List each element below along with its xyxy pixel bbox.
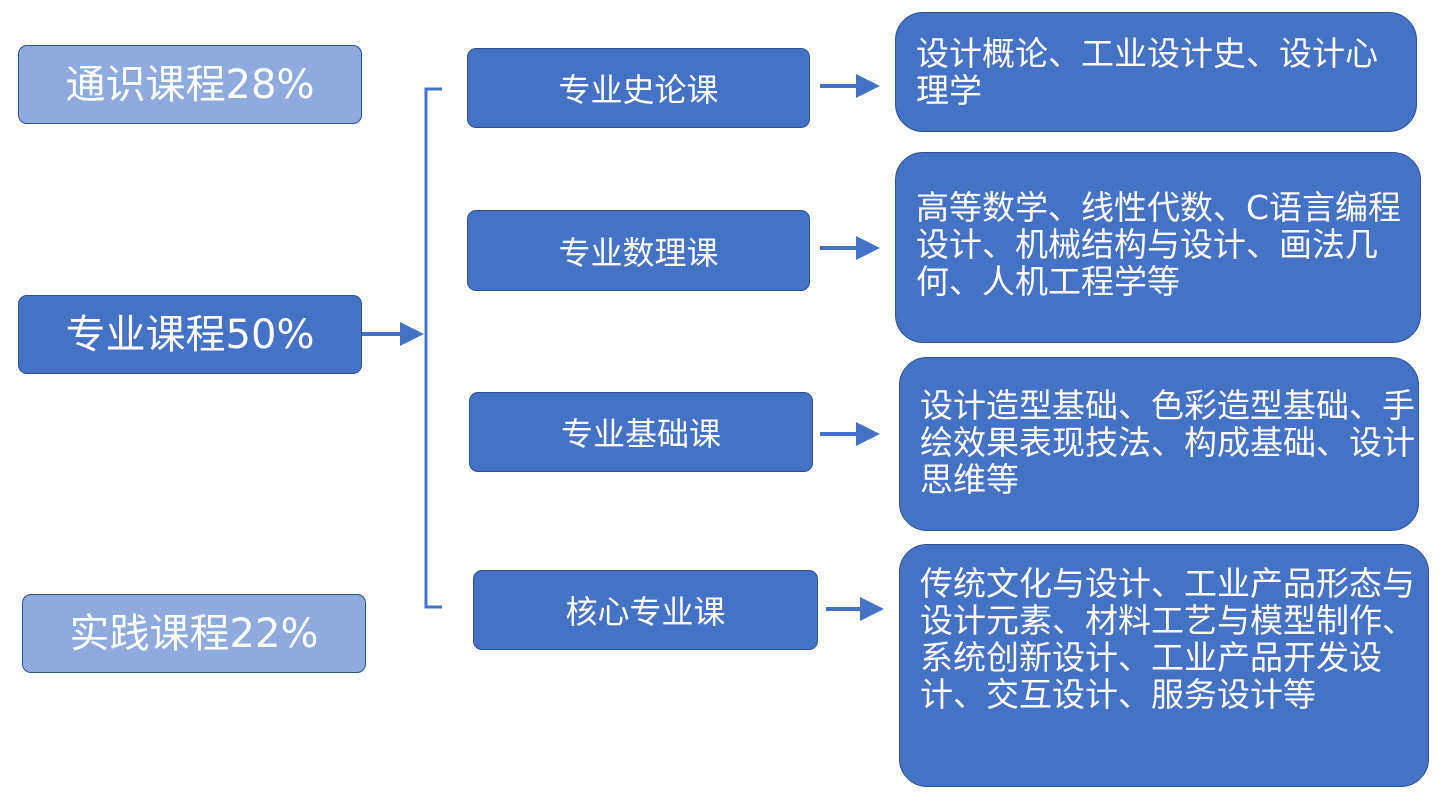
course-math-science: 专业数理课 <box>467 210 810 291</box>
category-professional: 专业课程50% <box>18 295 362 374</box>
category-practice-label: 实践课程22% <box>69 610 319 657</box>
category-practice: 实践课程22% <box>22 594 366 673</box>
course-math-science-label: 专业数理课 <box>558 233 719 272</box>
course-foundation-label: 专业基础课 <box>560 415 721 453</box>
course-history-theory-label: 专业史论课 <box>558 71 719 109</box>
course-foundation: 专业基础课 <box>469 392 813 472</box>
category-general-label: 通识课程28% <box>65 61 315 108</box>
detail-core-text: 传统文化与设计、工业产品形态与设计元素、材料工艺与模型制作、系统创新设计、工业产… <box>920 564 1415 714</box>
detail-math-science-text: 高等数学、线性代数、C语言编程设计、机械结构与设计、画法几何、人机工程学等 <box>916 188 1402 301</box>
detail-foundation: 设计造型基础、色彩造型基础、手绘效果表现技法、构成基础、设计思维等 <box>899 357 1419 531</box>
category-general: 通识课程28% <box>18 45 362 124</box>
detail-math-science: 高等数学、线性代数、C语言编程设计、机械结构与设计、画法几何、人机工程学等 <box>895 152 1421 343</box>
detail-core: 传统文化与设计、工业产品形态与设计元素、材料工艺与模型制作、系统创新设计、工业产… <box>899 544 1429 787</box>
category-professional-label: 专业课程50% <box>65 311 315 358</box>
course-core: 核心专业课 <box>473 570 818 650</box>
course-history-theory: 专业史论课 <box>467 48 810 128</box>
detail-history-theory: 设计概论、工业设计史、设计心理学 <box>895 12 1417 132</box>
detail-foundation-text: 设计造型基础、色彩造型基础、手绘效果表现技法、构成基础、设计思维等 <box>920 386 1415 499</box>
course-core-label: 核心专业课 <box>565 593 726 631</box>
course-bracket <box>424 87 442 609</box>
detail-history-theory-text: 设计概论、工业设计史、设计心理学 <box>916 34 1378 110</box>
